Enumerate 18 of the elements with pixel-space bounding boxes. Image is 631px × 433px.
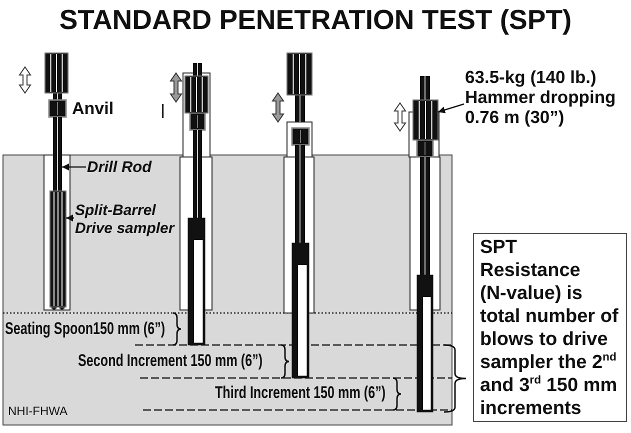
leader-arrow <box>62 164 86 170</box>
callout-label: 63.5-kg (140 lb.) Hammer dropping 0.76 m (30”) <box>465 67 625 127</box>
drill-rod <box>53 116 62 192</box>
source-credit: NHI-FHWA <box>8 405 68 419</box>
increment-label: Seating Spoon150 mm (6”) <box>5 319 166 339</box>
part-label: Anvil <box>72 99 114 119</box>
note-box: SPT Resistance (N-value) is total number of blows to drive sampler the 2$^{nd}$ and 3$^{rd}$ 150 mm increments <box>473 233 627 422</box>
hammer <box>44 52 68 94</box>
hammer <box>412 100 438 140</box>
hammer <box>286 52 312 96</box>
leader-arrow <box>66 214 74 222</box>
increment-label: Third Increment 150 mm (6”) <box>215 383 386 403</box>
diagram-title: STANDARD PENETRATION TEST (SPT) <box>59 4 572 36</box>
callout-label: Split-Barrel Drive sampler <box>75 202 177 238</box>
increment-label: Second Increment 150 mm (6”) <box>78 351 263 371</box>
leader-arrow <box>438 103 464 114</box>
callout-label: Drill Rod <box>87 159 152 177</box>
hammer <box>184 76 208 114</box>
